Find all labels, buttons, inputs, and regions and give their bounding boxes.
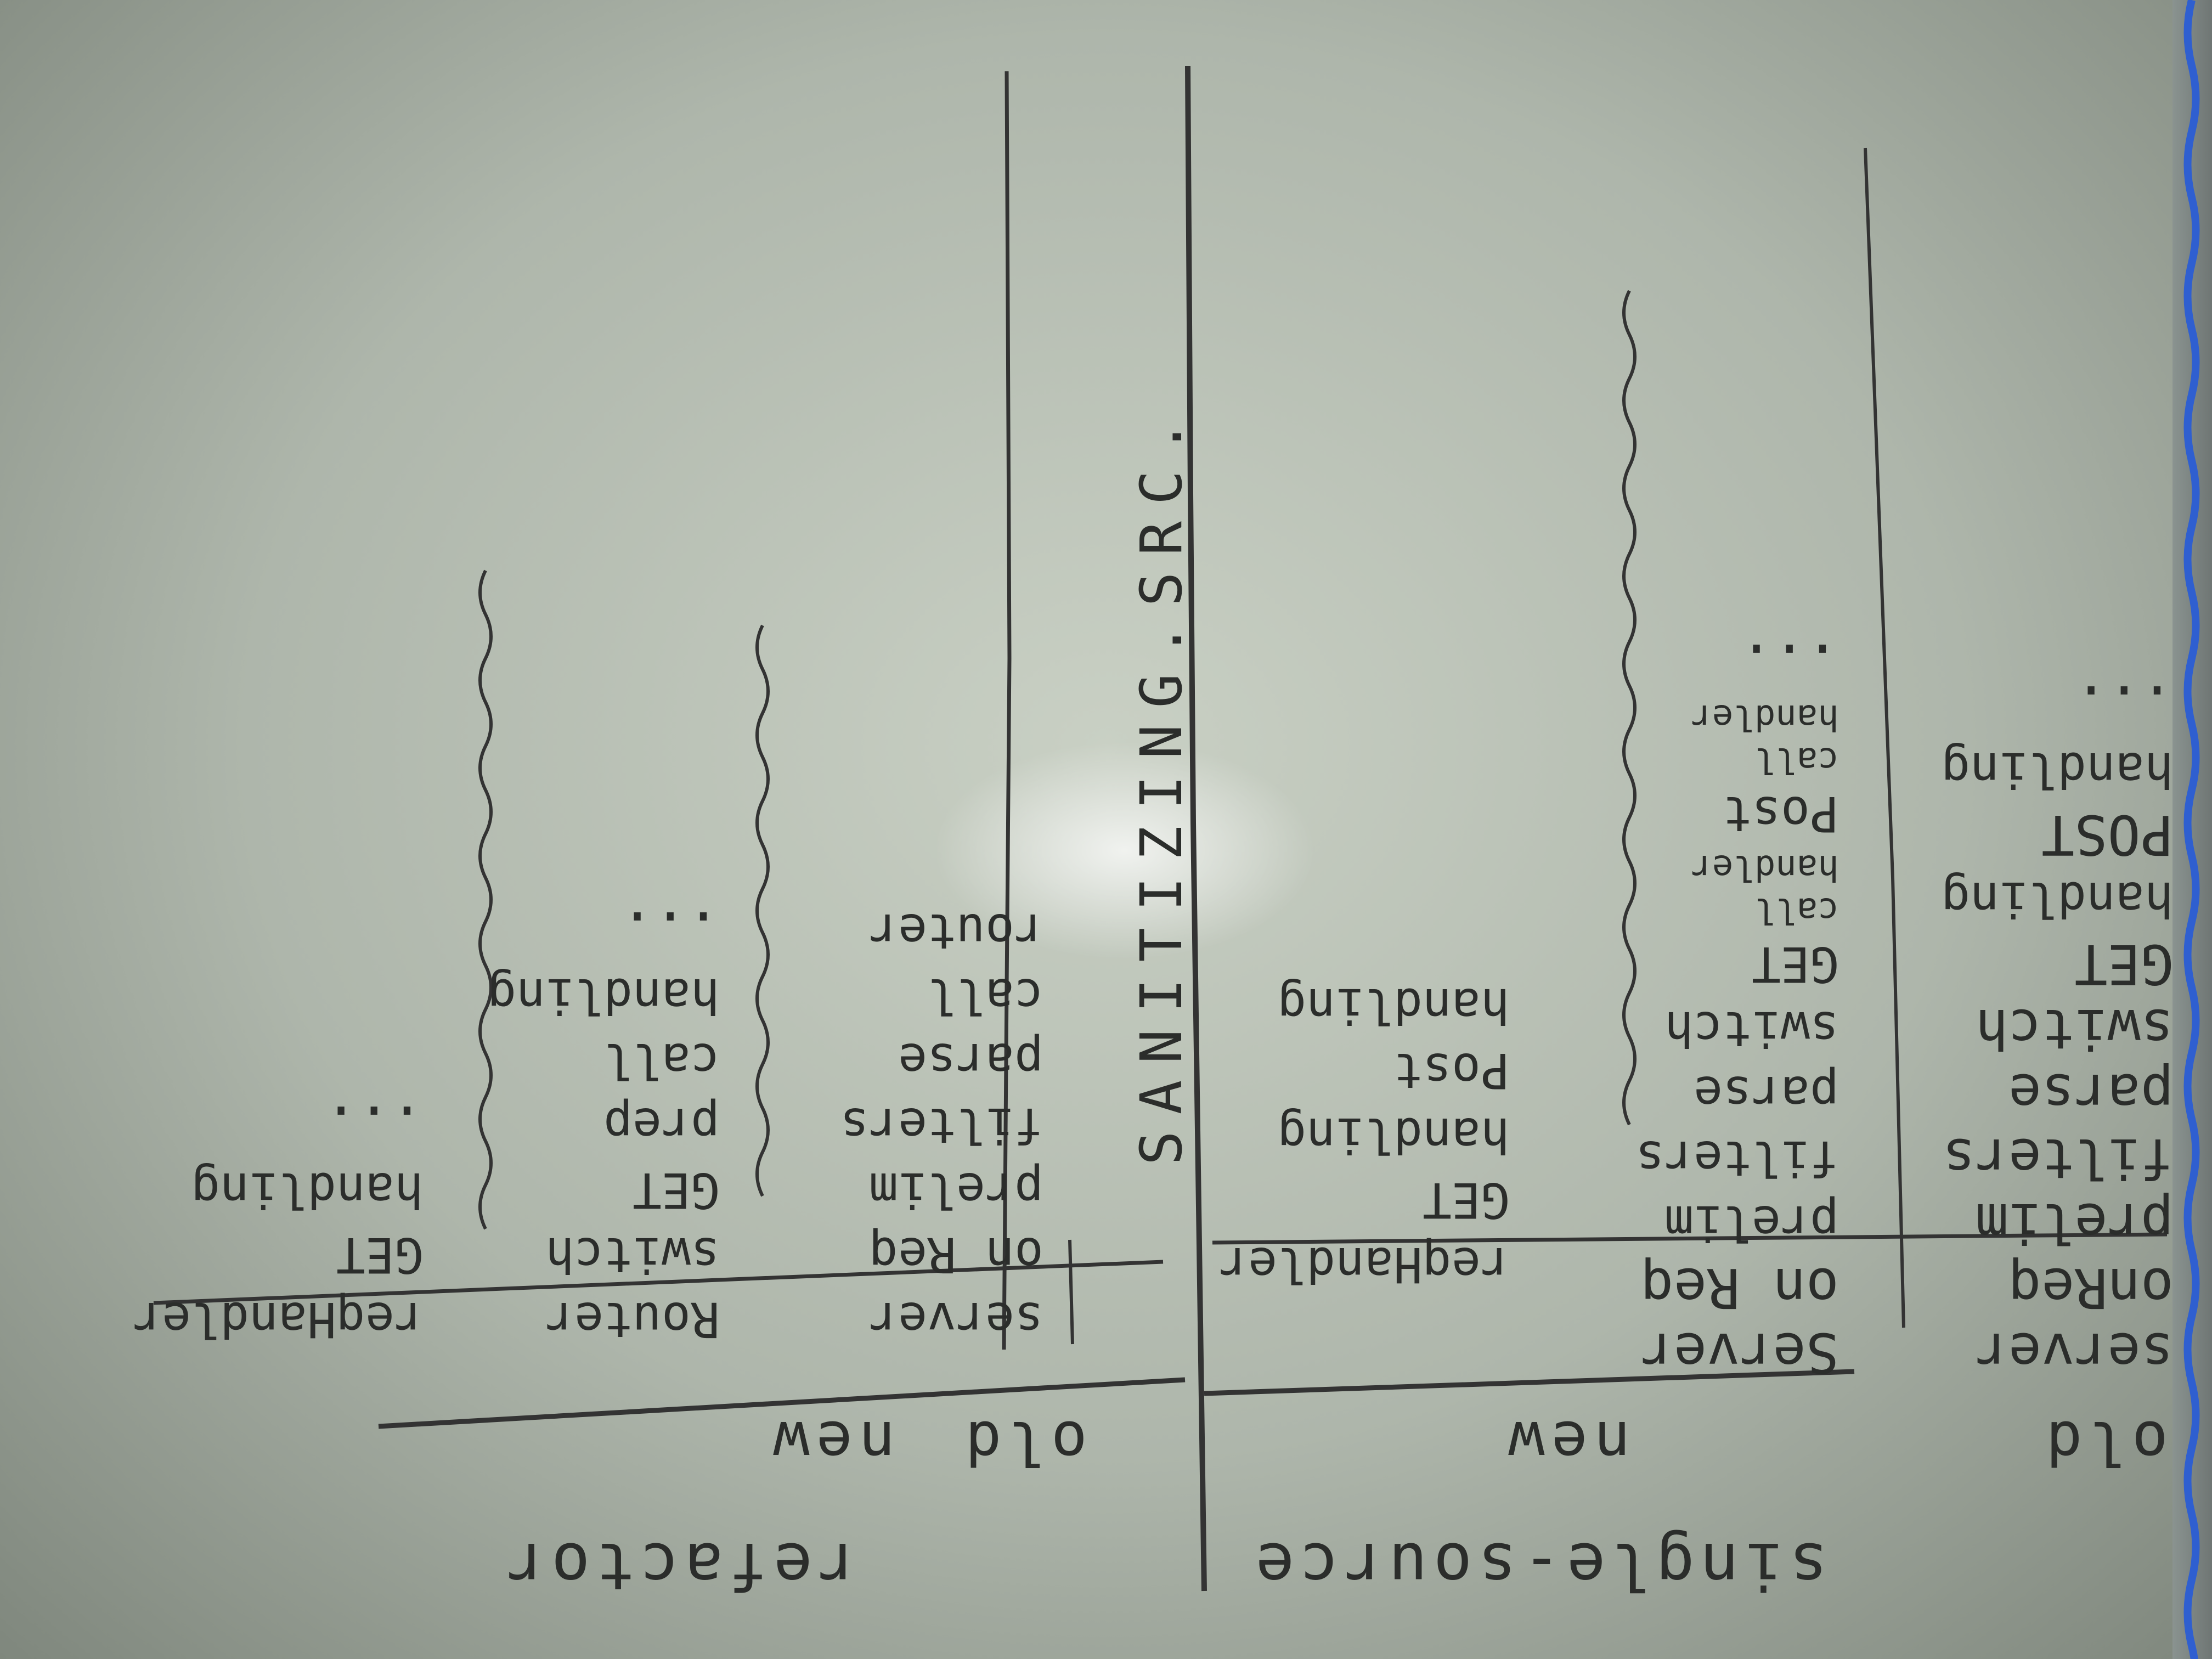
- list-item: Server: [1640, 1321, 1839, 1385]
- list-item: handler: [1691, 697, 1839, 737]
- list-item: GET: [633, 1162, 720, 1218]
- right-old-new-separator: [1068, 1239, 1074, 1345]
- list-item: handling: [487, 968, 720, 1024]
- list-item: handler: [1691, 847, 1839, 888]
- refactor-new-header: new: [766, 1408, 895, 1478]
- list-item: server: [1975, 1321, 2174, 1385]
- list-item: switch: [1664, 1001, 1839, 1057]
- list-item: handling: [1277, 978, 1510, 1034]
- list-item: GET: [336, 1227, 424, 1283]
- right-title-underline: [378, 1377, 1186, 1429]
- list-item: prelim: [1664, 1195, 1839, 1251]
- list-item: prelim: [1975, 1191, 2174, 1255]
- list-item: POST: [2041, 803, 2174, 867]
- list-item: ...: [2074, 673, 2174, 737]
- right-wavy-line-2: [478, 569, 493, 1230]
- list-item: switch: [545, 1227, 720, 1283]
- list-item: parse: [2008, 1062, 2174, 1126]
- refactor-old-column: server on Req prelim filters parse call …: [840, 899, 1043, 1352]
- right-wavy-line-1: [755, 624, 770, 1197]
- list-item: handling: [1941, 742, 2174, 798]
- list-item: handling: [1941, 871, 2174, 928]
- refactor-router-column: Router switch GET prep call handling ...: [487, 899, 720, 1352]
- list-item: prelim: [869, 1162, 1043, 1218]
- center-divider-line: [1185, 65, 1207, 1592]
- list-item: filters: [1635, 1130, 1839, 1187]
- list-item: ...: [324, 1093, 424, 1158]
- refactor-old-header: old: [958, 1408, 1087, 1478]
- list-item: handling: [191, 1162, 424, 1218]
- list-item: ...: [1740, 631, 1839, 696]
- list-item: handling: [1277, 1107, 1510, 1164]
- list-item: Router: [545, 1291, 720, 1348]
- list-item: GET: [1752, 936, 1839, 992]
- secondary-divider-line: [1002, 71, 1012, 1350]
- list-item: on Req: [1640, 1256, 1839, 1320]
- left-title-underline: [1204, 1369, 1855, 1396]
- list-item: server: [869, 1291, 1043, 1348]
- list-item: parse: [898, 1032, 1043, 1089]
- list-item: Post: [1393, 1042, 1510, 1099]
- list-item: call: [1754, 740, 1839, 780]
- list-item: on Req: [869, 1227, 1043, 1283]
- list-item: reqHandler: [133, 1291, 424, 1348]
- list-item: call: [603, 1032, 720, 1089]
- single-source-old-header: old: [2039, 1408, 2168, 1478]
- list-item: onReq: [2008, 1256, 2174, 1320]
- single-source-old-column: server onReq prelim filters parse switch…: [1941, 673, 2174, 1385]
- list-item: router: [869, 903, 1043, 960]
- list-item: prep: [603, 1097, 720, 1154]
- list-item: GET: [1423, 1172, 1510, 1228]
- list-item: filters: [1942, 1126, 2174, 1190]
- left-header-line: [1212, 1232, 2168, 1245]
- list-item: switch: [1975, 997, 2174, 1061]
- refactor-title: refactor: [501, 1528, 857, 1604]
- list-item: parse: [1694, 1065, 1839, 1122]
- refactor-handler-column: reqHandler GET handling ...: [133, 1093, 424, 1352]
- list-item: call: [1754, 890, 1839, 930]
- single-source-new-header: new: [1502, 1408, 1630, 1478]
- light-glare: [933, 741, 1317, 960]
- list-item: filters: [840, 1097, 1043, 1154]
- single-source-new-column: Server on Req prelim filters parse switc…: [1635, 631, 1839, 1385]
- list-item: ...: [620, 899, 720, 963]
- right-header-line: [153, 1260, 1164, 1305]
- left-old-new-separator: [1864, 148, 1905, 1328]
- single-source-handler-column: reqHandler GET handling Post handling: [1219, 973, 1510, 1297]
- sanitizing-src-label: SANITIZING.SRC.: [1128, 403, 1195, 1165]
- list-item: GET: [2074, 932, 2174, 996]
- list-item: call: [927, 968, 1043, 1024]
- blue-cable: [2183, 0, 2200, 1659]
- left-wavy-line: [1622, 290, 1637, 1126]
- list-item: reqHandler: [1219, 1237, 1510, 1293]
- list-item: Post: [1723, 786, 1839, 842]
- single-source-title: single-source: [1250, 1528, 1828, 1604]
